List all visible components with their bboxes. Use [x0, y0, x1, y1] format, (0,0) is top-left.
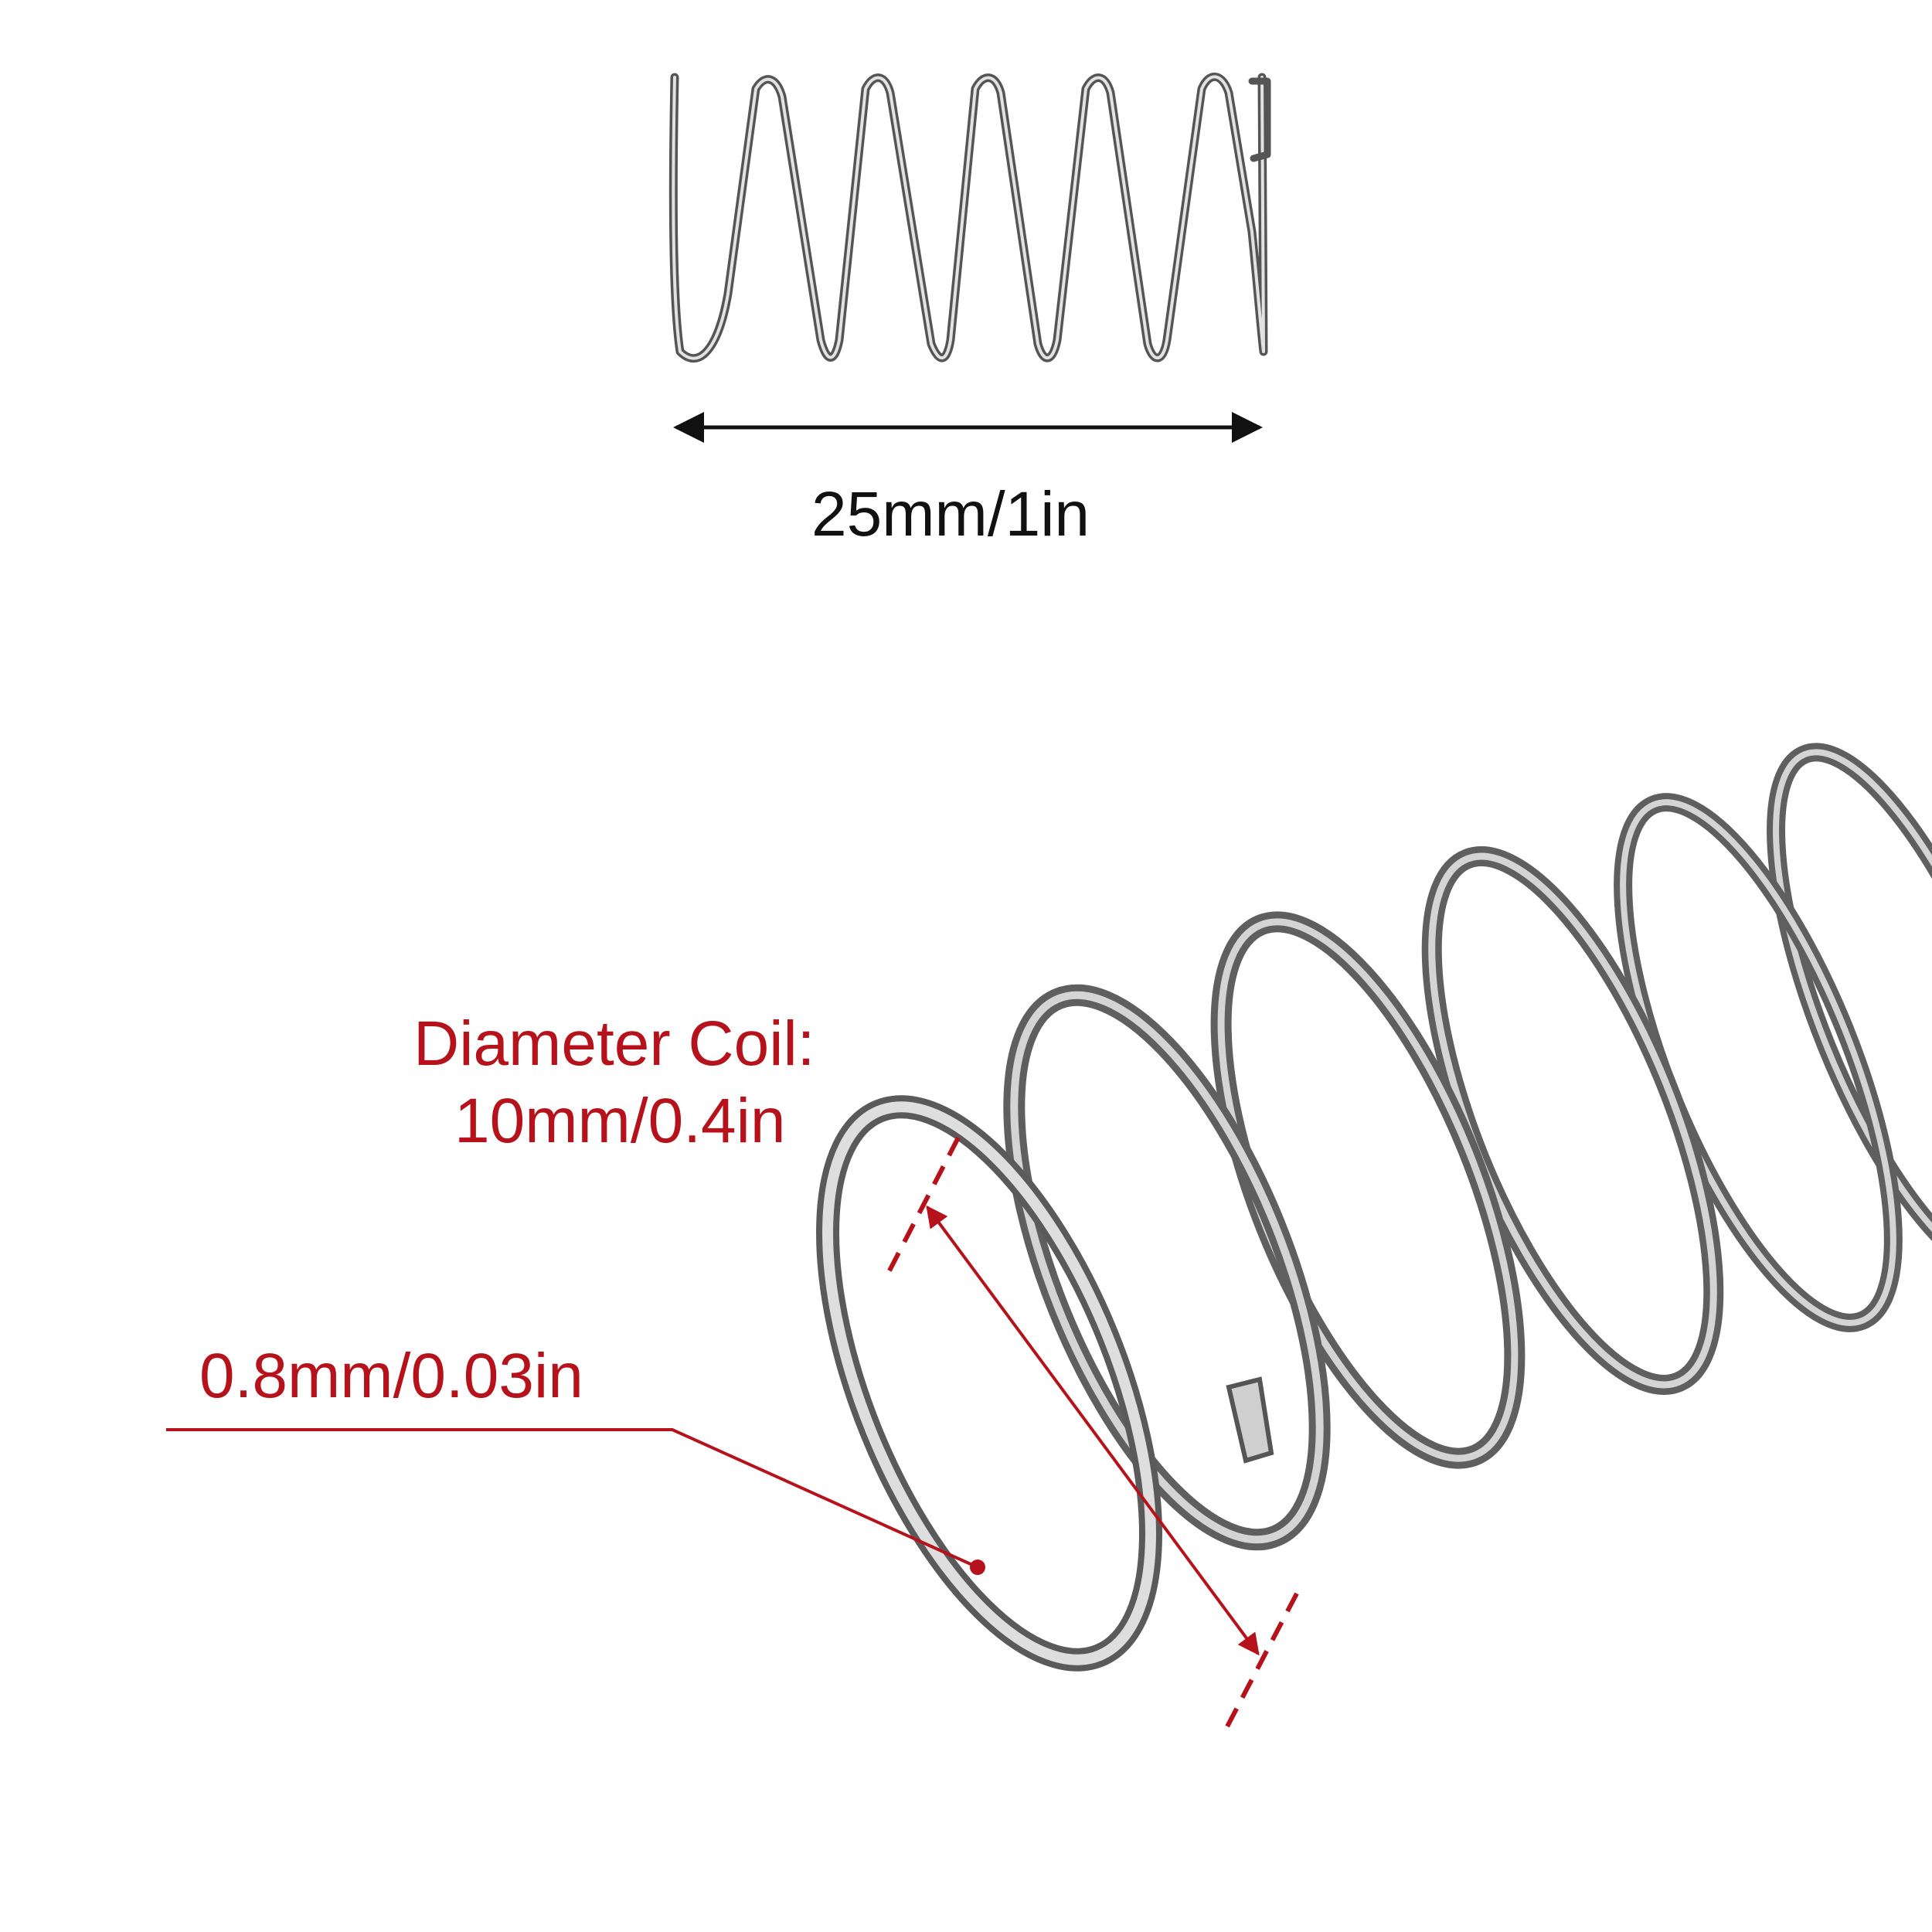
diameter-annotation — [885, 1136, 1299, 1733]
coil-6-hl — [1773, 749, 1932, 1276]
spring-perspective-view — [816, 743, 1932, 1672]
diameter-dashed-bottom — [1223, 1592, 1299, 1733]
wire-leader-line — [166, 1428, 978, 1569]
coil-cut-end — [1226, 1376, 1274, 1464]
diameter-arrow — [926, 1205, 1260, 1656]
coil-3-hl — [1217, 918, 1519, 1462]
diameter-dashed-top — [885, 1136, 961, 1277]
diameter-coil-value: 10mm/0.4in — [454, 1086, 786, 1156]
coil-1 — [816, 1095, 1162, 1672]
wire-leader-dot — [970, 1560, 985, 1575]
spring-side-view-shadow — [668, 72, 1268, 363]
wire-thickness-label: 0.8mm/0.03in — [199, 1341, 583, 1411]
spring-side-view — [668, 72, 1271, 363]
coil-5-hl — [1620, 799, 1896, 1326]
wire-thickness-annotation — [166, 1428, 985, 1575]
diameter-coil-title: Diameter Coil: — [413, 1009, 815, 1079]
spring-side-view-highlight — [672, 75, 1265, 360]
length-label: 25mm/1in — [811, 479, 1090, 549]
spring-end-tab — [1248, 77, 1271, 162]
